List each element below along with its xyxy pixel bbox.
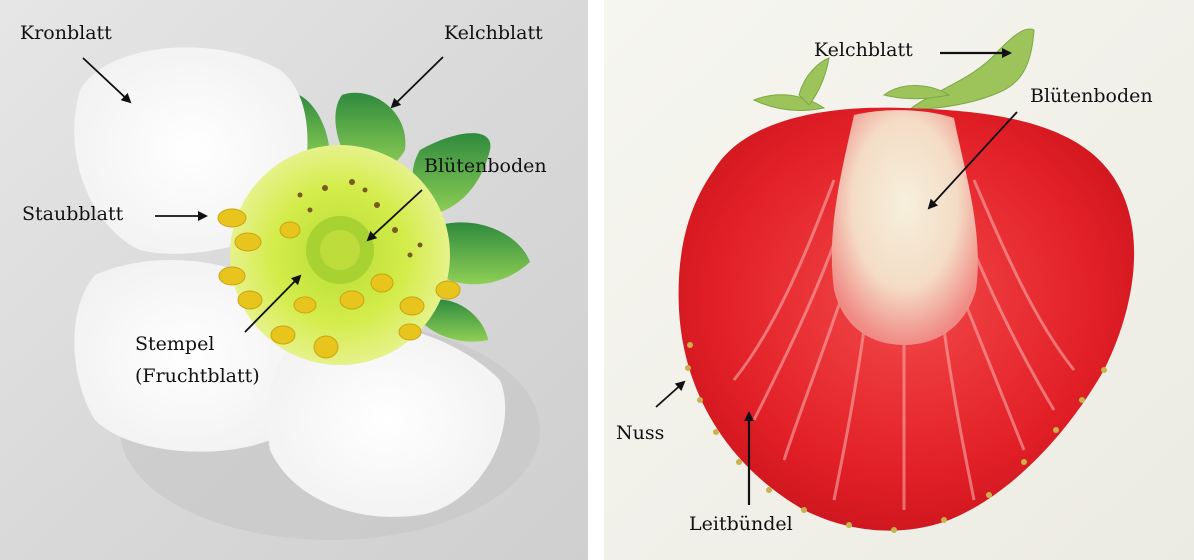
label-bluetenboden-flower: Blütenboden — [424, 155, 547, 178]
label-kronblatt: Kronblatt — [20, 22, 112, 45]
label-fruchtblatt: (Fruchtblatt) — [135, 365, 260, 388]
fruit-panel: Kelchblatt Blütenboden Nuss Leitbündel — [604, 0, 1194, 560]
label-leitbuendel: Leitbündel — [689, 513, 793, 536]
label-kelchblatt-flower: Kelchblatt — [444, 22, 543, 45]
label-stempel: Stempel — [135, 333, 214, 356]
flower-photo — [0, 0, 588, 560]
label-bluetenboden-fruit: Blütenboden — [1030, 85, 1153, 108]
fruit-photo — [604, 0, 1194, 560]
flower-panel: Kronblatt Kelchblatt Blütenboden Staubbl… — [0, 0, 588, 560]
fruit-core — [832, 110, 978, 345]
label-kelchblatt-fruit: Kelchblatt — [814, 39, 913, 62]
label-staubblatt: Staubblatt — [22, 203, 123, 226]
label-nuss: Nuss — [616, 422, 664, 445]
